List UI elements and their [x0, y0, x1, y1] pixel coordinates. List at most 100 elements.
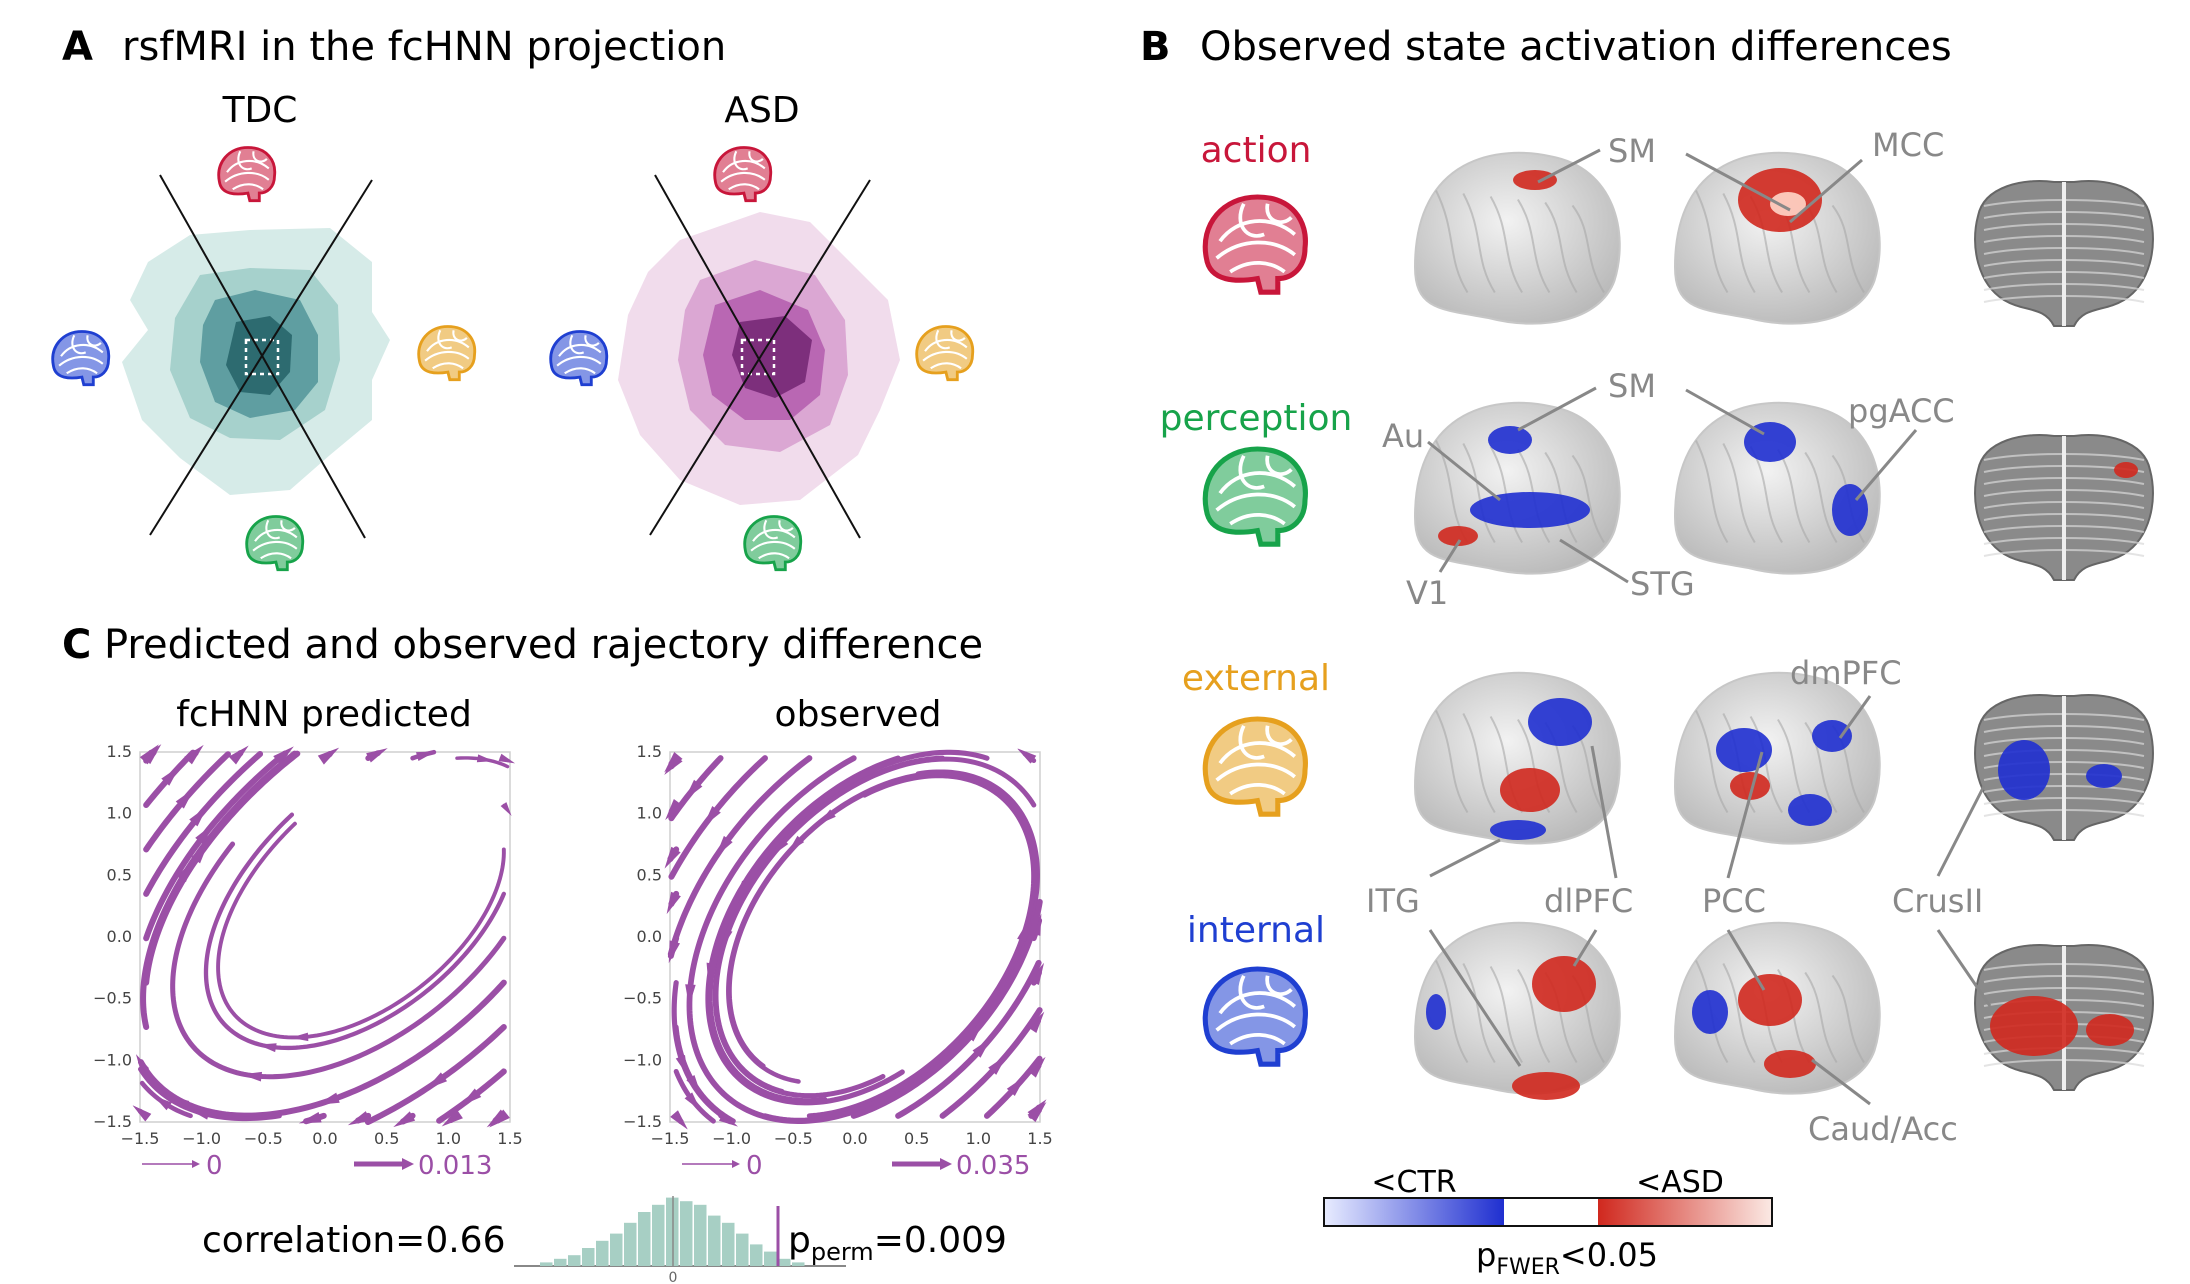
predicted-arrow — [290, 1032, 309, 1042]
label-pgacc: pgACC — [1848, 392, 1955, 430]
predicted-arrow — [132, 1105, 152, 1122]
observed-xtick: 0.5 — [904, 1129, 929, 1148]
label-v1: V1 — [1406, 574, 1448, 612]
external-medial-cortex — [1673, 671, 1881, 845]
legend-min-predicted: 0 — [206, 1151, 223, 1181]
histogram-bar — [554, 1258, 567, 1266]
state-label-action: action — [1201, 130, 1312, 171]
observed-xtick: 0.0 — [842, 1129, 867, 1148]
asd-internal-brain-icon — [549, 330, 609, 387]
external-crusii-left-activation — [1998, 740, 2050, 800]
label-stg: STG — [1630, 565, 1695, 603]
external-pcc-activation — [1716, 728, 1772, 772]
label-sm-mid: SM — [1608, 367, 1656, 405]
streamplot-observed: −1.5−1.5−1.0−1.0−0.5−0.50.00.00.50.51.01… — [623, 742, 1053, 1148]
external-crusii-right-activation — [2086, 764, 2122, 788]
predicted-xtick: 1.0 — [436, 1129, 461, 1148]
observed-arrow — [670, 1110, 688, 1130]
legend-max-predicted: 0.013 — [418, 1151, 492, 1181]
predicted-arrow — [500, 802, 512, 817]
histogram-zero-label: 0 — [669, 1270, 678, 1284]
label-pcc: PCC — [1702, 882, 1766, 920]
external-itg-activation — [1490, 820, 1546, 840]
panel-b-letter: B — [1140, 24, 1171, 70]
tdc-perception-brain-icon — [245, 515, 305, 572]
observed-ytick: 1.0 — [637, 804, 662, 823]
label-sm-top: SM — [1608, 132, 1656, 170]
predicted-ytick: −1.0 — [93, 1050, 132, 1069]
external-lateral-cortex — [1413, 671, 1621, 845]
perception-lateral-cortex — [1413, 401, 1621, 575]
internal-itg-activation — [1512, 1072, 1580, 1100]
correlation-text: correlation=0.66 — [202, 1220, 506, 1261]
predicted-arrow — [316, 1092, 340, 1105]
observed-ytick: −1.0 — [623, 1050, 662, 1069]
internal-caud-acc-activation — [1764, 1050, 1816, 1078]
observed-arrow — [702, 806, 721, 827]
colorbar-threshold-label: pFWER<0.05 — [1476, 1236, 1658, 1280]
streamplot-predicted: −1.5−1.5−1.0−1.0−0.5−0.50.00.00.50.51.01… — [93, 742, 523, 1148]
perception-sm-lateral-activation — [1488, 426, 1532, 454]
histogram-bar — [792, 1262, 805, 1266]
histogram-bar — [568, 1255, 581, 1266]
histogram-bar — [778, 1258, 791, 1266]
predicted-arrow — [175, 788, 195, 809]
predicted-arrow — [476, 754, 494, 763]
observed-arrow — [965, 1021, 984, 1042]
action-cerebellum — [1974, 180, 2154, 327]
tdc-internal-brain-icon — [51, 330, 111, 387]
observed-ytick: 0.0 — [637, 927, 662, 946]
predicted-arrow — [347, 1111, 371, 1126]
observed-arrow — [664, 846, 681, 869]
predicted-arrow — [241, 1071, 263, 1082]
observed-ytick: −0.5 — [623, 989, 662, 1008]
internal-cerebellum — [1974, 944, 2154, 1091]
predicted-arrow — [257, 1043, 277, 1053]
action-medial-cortex — [1673, 151, 1881, 325]
plot-title-predicted: fcHNN predicted — [176, 694, 472, 735]
predicted-ytick: 0.5 — [107, 865, 132, 884]
internal-medial-cortex — [1673, 921, 1881, 1095]
observed-xtick: −0.5 — [774, 1129, 813, 1148]
panel-b-brain-maps — [1413, 151, 2154, 1100]
observed-arrow — [685, 984, 696, 1007]
plot-title-observed: observed — [775, 694, 942, 735]
internal-crusii-right-activation — [2086, 1014, 2134, 1046]
observed-arrow — [1027, 1099, 1047, 1120]
action-sm-lateral-activation — [1513, 170, 1557, 190]
predicted-arrow — [189, 805, 208, 827]
observed-ytick: 0.5 — [637, 865, 662, 884]
predicted-ytick: −0.5 — [93, 989, 132, 1008]
asd-center-box — [740, 338, 776, 376]
observed-arrow — [675, 1055, 688, 1076]
observed-ytick: 1.5 — [637, 742, 662, 761]
label-itg: ITG — [1366, 882, 1420, 920]
panel-c-title: Predicted and observed rajectory differe… — [104, 622, 983, 668]
group-label-asd: ASD — [724, 90, 799, 131]
observed-xtick: −1.0 — [712, 1129, 751, 1148]
predicted-arrow — [441, 1109, 463, 1127]
perception-v1-activation — [1438, 526, 1478, 546]
label-dmpfc: dmPFC — [1790, 654, 1902, 692]
label-mcc: MCC — [1872, 126, 1944, 164]
predicted-arrow — [460, 1088, 482, 1107]
panel-a-state-brain-icons — [51, 146, 975, 572]
state-external-brain-icon — [1202, 716, 1308, 817]
region-labels: SM MCC Au SM pgACC V1 STG dmPFC ITG dlPF… — [1366, 126, 1992, 1148]
histogram-bar — [596, 1240, 609, 1266]
predicted-arrow — [416, 751, 436, 761]
histogram-bar — [736, 1233, 749, 1266]
panel-b-state-brain-icons — [1202, 194, 1308, 1067]
perception-sm-medial-activation — [1744, 422, 1796, 462]
predicted-arrow — [425, 1072, 448, 1090]
predicted-xtick: 0.0 — [312, 1129, 337, 1148]
predicted-arrow — [228, 745, 249, 765]
predicted-xtick: −1.0 — [182, 1129, 221, 1148]
internal-occipital-activation — [1426, 994, 1446, 1030]
panel-a-letter: A — [62, 24, 93, 70]
perception-cerebellum-activation — [2114, 462, 2138, 478]
colorbar-left-label: <CTR — [1371, 1165, 1456, 1200]
state-label-external: external — [1182, 658, 1330, 699]
panel-b-title: Observed state activation differences — [1200, 24, 1952, 70]
